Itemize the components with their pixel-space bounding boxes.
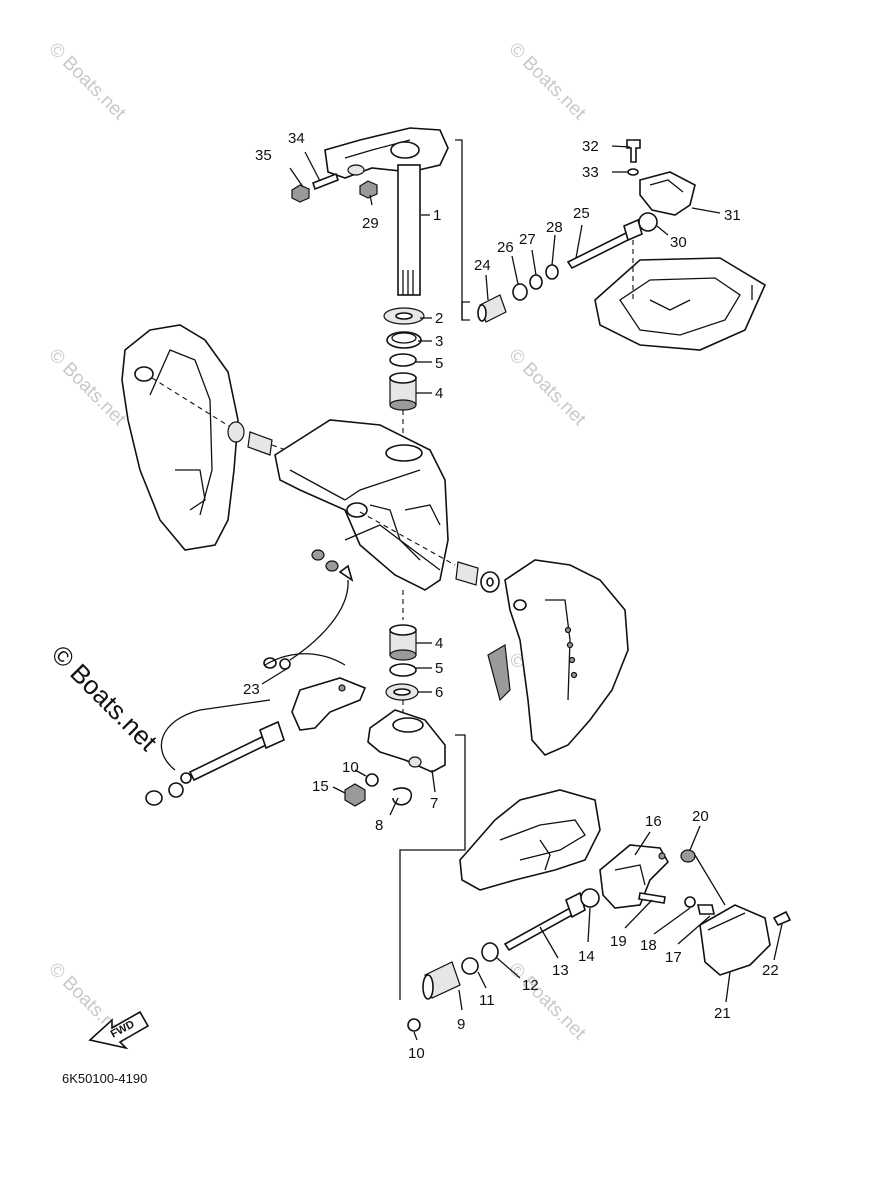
callout-labels: 1 2 3 4 4 5 5 6 7 8 9 10 10 11 12 13 14 … <box>243 130 779 1062</box>
callout-23: 23 <box>243 681 260 698</box>
washers-26-28 <box>512 264 559 301</box>
callout-26: 26 <box>497 239 514 256</box>
washer-33 <box>627 168 639 176</box>
washer-2 <box>383 307 425 325</box>
callout-11: 11 <box>479 992 495 1009</box>
pivot-24 <box>477 294 507 323</box>
callout-9: 9 <box>457 1016 465 1033</box>
callout-22: 22 <box>762 962 779 979</box>
o-ring-5-lower <box>389 663 417 677</box>
washer-18 <box>684 896 696 908</box>
spacer-14 <box>580 888 600 908</box>
callout-5-lower: 5 <box>435 660 443 677</box>
callout-28: 28 <box>546 219 563 236</box>
callout-30: 30 <box>670 234 687 251</box>
screw-22 <box>772 910 792 927</box>
callout-1: 1 <box>433 207 441 224</box>
bushing-9 <box>422 961 461 1000</box>
clamp-bracket-right <box>487 559 629 756</box>
callout-14: 14 <box>578 948 595 965</box>
callout-4-upper: 4 <box>435 385 443 402</box>
watermark: © Boats.net <box>504 959 590 1045</box>
callout-12: 12 <box>522 977 539 994</box>
bushing-right <box>455 561 500 593</box>
washer-10-lower <box>407 1018 421 1032</box>
callout-16: 16 <box>645 813 662 830</box>
callout-19: 19 <box>610 933 627 950</box>
callout-3: 3 <box>435 333 443 350</box>
watermarks: © Boats.net © Boats.net © Boats.net © Bo… <box>44 39 590 1045</box>
bolt-17 <box>697 904 715 915</box>
steering-arm-lower <box>367 709 446 773</box>
watermark-main: © Boats.net <box>46 639 164 757</box>
callout-27: 27 <box>519 231 536 248</box>
cable-bracket-23 <box>263 653 367 731</box>
watermark: © Boats.net <box>504 345 590 431</box>
grease-fittings <box>289 549 354 661</box>
callout-17: 17 <box>665 949 682 966</box>
bolt-32 <box>626 139 641 163</box>
callout-32: 32 <box>582 138 599 155</box>
swivel-bracket <box>274 419 449 591</box>
nut-15 <box>344 783 366 807</box>
clamp-bracket-left <box>121 324 239 551</box>
bolt-19 <box>638 892 666 904</box>
callout-33: 33 <box>582 164 599 181</box>
leader-lines <box>261 145 783 1041</box>
stud-bolt <box>160 699 285 782</box>
o-ring-5-upper <box>389 353 417 367</box>
callout-2: 2 <box>435 310 443 327</box>
grommet-20 <box>680 849 696 863</box>
watermark: © Boats.net <box>44 345 130 431</box>
callout-24: 24 <box>474 257 491 274</box>
steering-bracket-upper <box>324 127 449 296</box>
washer-30 <box>638 212 658 232</box>
bolt-34 <box>312 172 339 191</box>
washers-left-lower <box>145 772 192 806</box>
callout-34: 34 <box>288 130 305 147</box>
bracket-31 <box>639 171 696 216</box>
callout-7: 7 <box>430 795 438 812</box>
callout-8: 8 <box>375 817 383 834</box>
cover-21 <box>699 904 771 976</box>
washer-left <box>227 421 245 443</box>
watermark: © Boats.net <box>44 39 130 125</box>
callout-21: 21 <box>714 1005 731 1022</box>
callout-10-upper: 10 <box>342 759 359 776</box>
bushing-4-lower <box>389 624 417 661</box>
nut-29 <box>359 180 378 199</box>
bushing-left <box>247 431 273 456</box>
cover-16 <box>599 844 669 909</box>
callout-10-lower: 10 <box>408 1045 425 1062</box>
tray <box>594 257 767 351</box>
callout-5-upper: 5 <box>435 355 443 372</box>
callout-18: 18 <box>640 937 657 954</box>
seal-3 <box>386 331 422 349</box>
seal-6 <box>385 683 419 701</box>
bushing-4-upper <box>389 372 417 411</box>
washer-10-upper <box>365 773 379 787</box>
callout-31: 31 <box>724 207 741 224</box>
washer-11 <box>461 957 479 975</box>
lower-casing <box>459 789 601 891</box>
callout-13: 13 <box>552 962 569 979</box>
nut-35 <box>291 184 310 203</box>
callout-29: 29 <box>362 215 379 232</box>
bolt-13 <box>503 891 586 952</box>
watermark: © Boats.net <box>504 39 590 125</box>
callout-6: 6 <box>435 684 443 701</box>
callout-20: 20 <box>692 808 709 825</box>
callout-25: 25 <box>573 205 590 222</box>
shaft-25 <box>566 218 643 270</box>
part-code: 6K50100-4190 <box>62 1071 147 1086</box>
callout-35: 35 <box>255 147 272 164</box>
washer-12 <box>481 942 499 962</box>
callout-15: 15 <box>312 778 329 795</box>
callout-4-lower: 4 <box>435 635 443 652</box>
